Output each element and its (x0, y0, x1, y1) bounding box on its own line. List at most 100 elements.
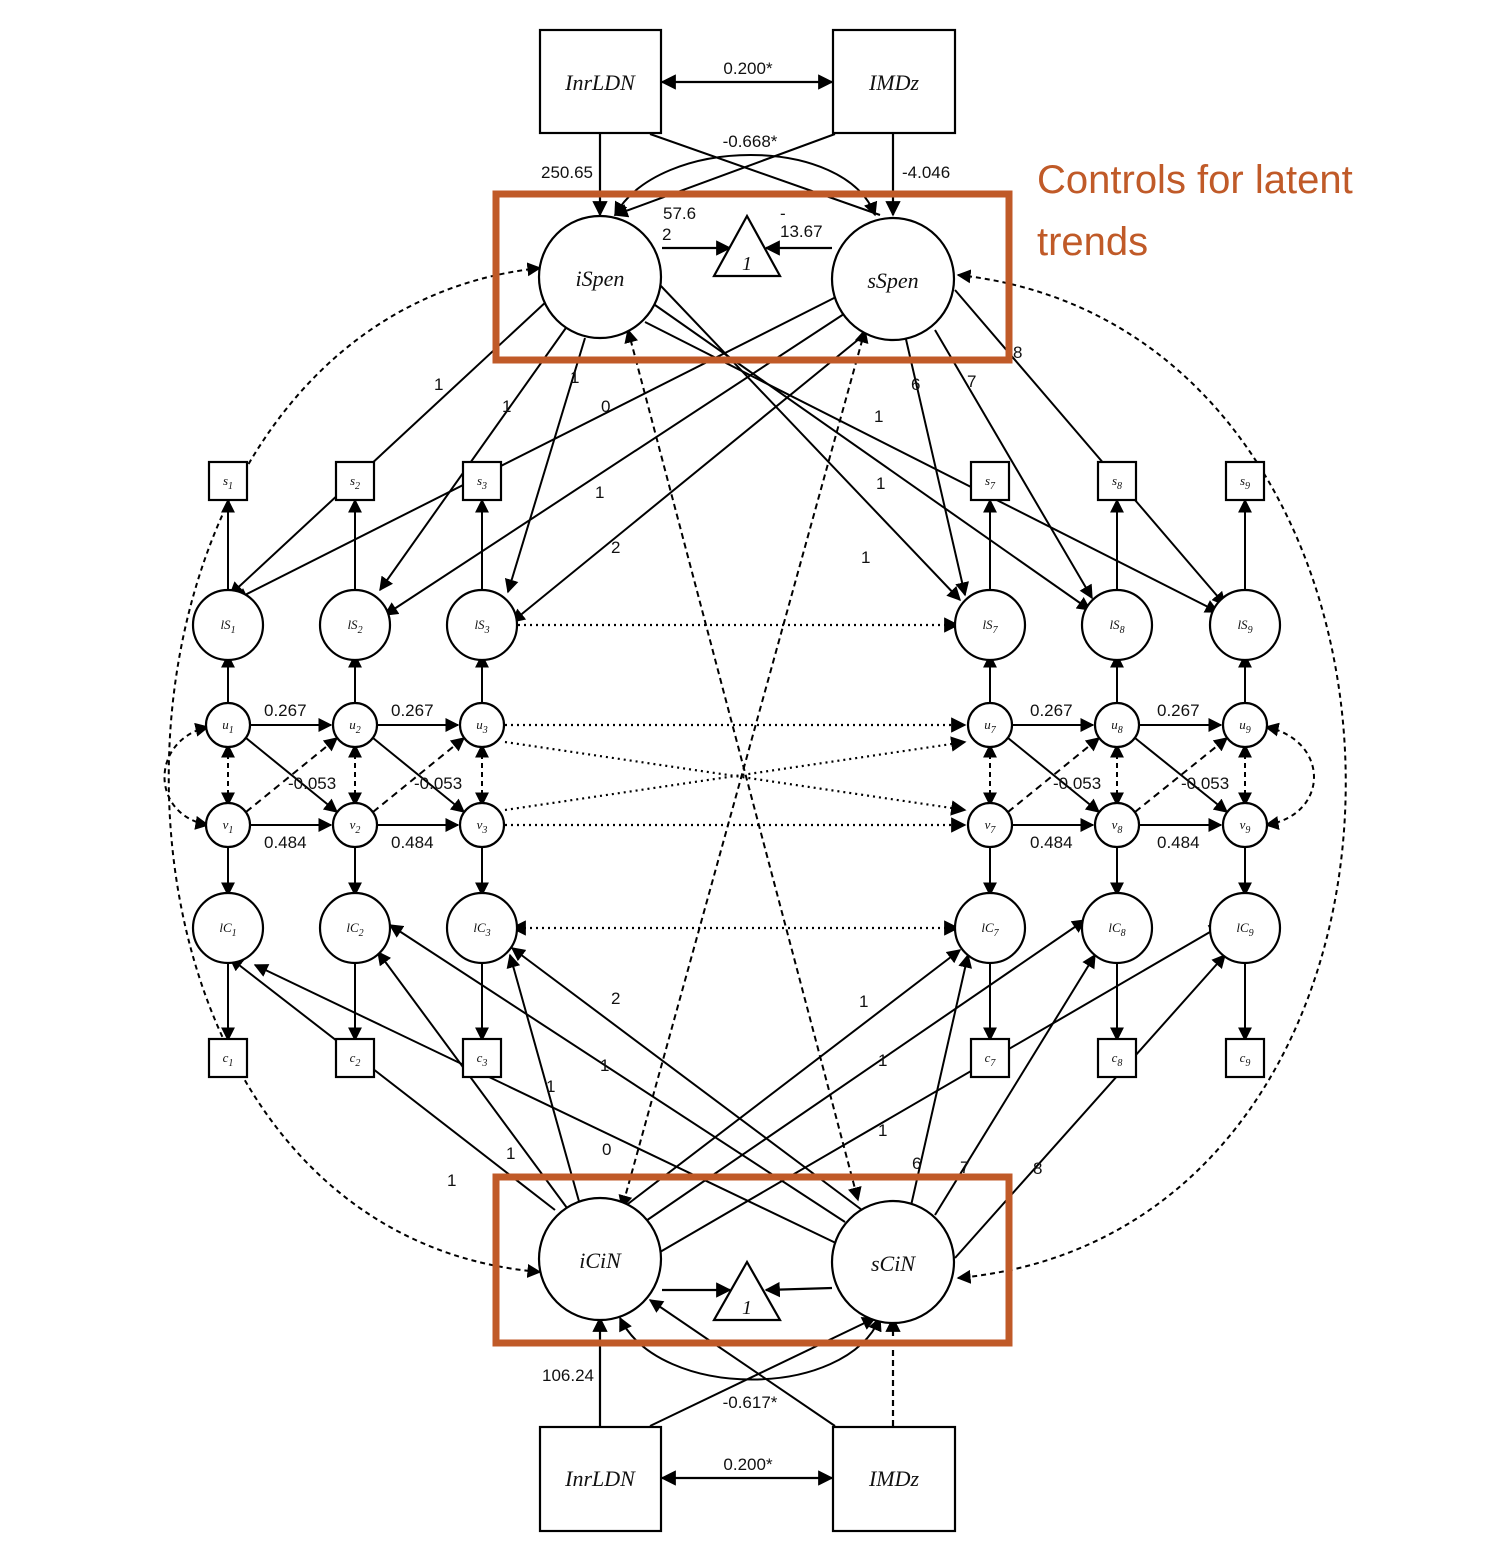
node-label-u7: u7 (984, 717, 997, 736)
loading-label: 1 (878, 1121, 887, 1140)
dotted-ellipsis-links (504, 617, 967, 936)
bottom-right-box (831, 1425, 957, 1533)
node-label-u8: u8 (1111, 717, 1123, 736)
node-label-u3: u3 (476, 717, 488, 736)
u-ar-label: 0.267 (1030, 701, 1073, 720)
iCiN-label: iCiN (579, 1248, 622, 1273)
node-label-s9: s9 (1240, 473, 1250, 492)
node-label-c7: c7 (985, 1050, 997, 1069)
top-path-right: -4.046 (902, 163, 950, 182)
top-path-left: 250.65 (541, 163, 593, 182)
loading-label: 1 (546, 1077, 555, 1096)
sCiN-label: sCiN (871, 1251, 916, 1276)
v-ar-label: 0.484 (391, 833, 434, 852)
callout-line-1: Controls for latent (1037, 158, 1353, 202)
node-label-c9: c9 (1240, 1050, 1251, 1069)
top-triangle-label: 1 (742, 253, 752, 275)
node-lS2 (318, 588, 392, 662)
node-label-lC7: lC7 (981, 920, 999, 939)
node-v3 (458, 801, 506, 849)
node-label-lS7: lS7 (982, 617, 998, 636)
loading-label: 6 (911, 375, 920, 394)
loading-label: 1 (595, 483, 604, 502)
node-label-s1: s1 (223, 473, 233, 492)
loading-label: 1 (506, 1144, 515, 1163)
node-v8 (1093, 801, 1141, 849)
bottom-triangle-label: 1 (742, 1297, 752, 1319)
cross-label: -0.053 (1053, 774, 1101, 793)
top-intercept-a: 57.6 (663, 204, 696, 223)
node-label-lS3: lS3 (474, 617, 489, 636)
bottom-latent-covariance (619, 1316, 882, 1381)
node-lC9 (1208, 891, 1282, 965)
node-c8 (1096, 1037, 1138, 1079)
node-lS1 (191, 588, 265, 662)
loading-label: 8 (1013, 343, 1022, 362)
loading-label: 1 (878, 1051, 887, 1070)
node-c9 (1224, 1037, 1266, 1079)
u-ar-label: 0.267 (1157, 701, 1200, 720)
top-box-cov: 0.200* (723, 59, 773, 78)
loading-label: 1 (876, 474, 885, 493)
loading-label: 1 (447, 1171, 456, 1190)
loading-label: 2 (611, 989, 620, 1008)
node-label-v8: v8 (1112, 817, 1123, 836)
latent-iCiN (537, 1196, 663, 1322)
top-left-box-label: InrLDN (564, 70, 636, 95)
bottom-intercept-triangle (712, 1259, 782, 1322)
loading-label: 0 (601, 397, 610, 416)
bottom-box-cov: 0.200* (723, 1455, 773, 1474)
node-label-c3: c3 (477, 1050, 488, 1069)
cross-label: -0.053 (288, 774, 336, 793)
node-s2 (334, 460, 376, 502)
node-label-lC8: lC8 (1108, 920, 1125, 939)
node-v1 (204, 801, 252, 849)
node-lC2 (318, 891, 392, 965)
node-c1 (207, 1037, 249, 1079)
node-u8 (1093, 701, 1141, 749)
node-s3 (461, 460, 503, 502)
node-v7 (966, 801, 1014, 849)
node-label-lC9: lC9 (1236, 920, 1253, 939)
node-label-c8: c8 (1112, 1050, 1123, 1069)
loading-label: 1 (502, 397, 511, 416)
node-label-v1: v1 (223, 817, 234, 836)
latent-iSpen (537, 214, 663, 340)
measurement-chain (221, 498, 1252, 1042)
top-right-box-label: IMDz (868, 70, 920, 95)
node-label-c1: c1 (223, 1050, 234, 1069)
loading-label: 7 (967, 372, 976, 391)
node-lC7 (953, 891, 1027, 965)
node-label-lC1: lC1 (219, 920, 236, 939)
v-ar-label: 0.484 (264, 833, 307, 852)
bottom-left-box (538, 1425, 663, 1533)
node-lS3 (445, 588, 519, 662)
u-ar-label: 0.267 (391, 701, 434, 720)
top-latent-covariance (614, 154, 878, 217)
loading-label: 1 (600, 1056, 609, 1075)
top-intercept-right: 13.67 (780, 222, 823, 241)
node-c7 (969, 1037, 1011, 1079)
node-label-lC3: lC3 (473, 920, 490, 939)
iSpen-label: iSpen (576, 266, 625, 291)
latent-sSpen (830, 216, 956, 342)
node-lC1 (191, 891, 265, 965)
node-label-u9: u9 (1239, 717, 1251, 736)
node-label-s8: s8 (1112, 473, 1122, 492)
node-v9 (1221, 801, 1269, 849)
node-lS8 (1080, 588, 1154, 662)
node-label-s2: s2 (350, 473, 360, 492)
node-label-c2: c2 (350, 1050, 361, 1069)
loading-label: 7 (960, 1158, 969, 1177)
node-lC3 (445, 891, 519, 965)
node-label-v9: v9 (1240, 817, 1251, 836)
loading-label: 2 (611, 538, 620, 557)
top-latent-cov: -0.668* (723, 132, 778, 151)
bottom-right-box-label: IMDz (868, 1466, 920, 1491)
node-label-v7: v7 (985, 817, 997, 836)
top-right-box (831, 28, 957, 135)
node-v2 (331, 801, 379, 849)
outer-right-covariance-arc (956, 269, 1347, 1284)
node-s9 (1224, 460, 1266, 502)
